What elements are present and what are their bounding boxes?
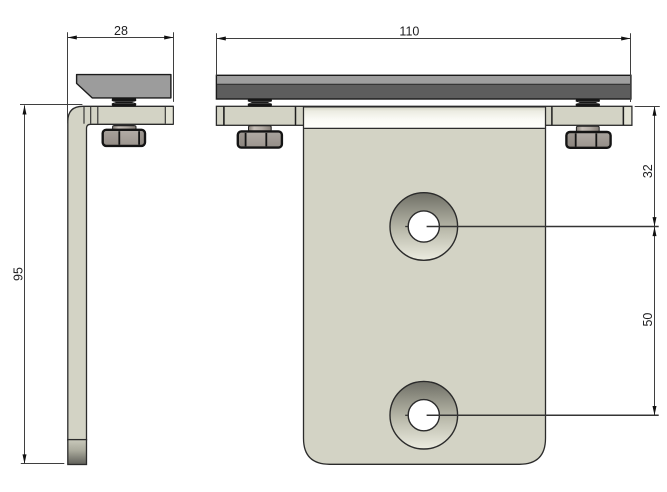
- svg-text:110: 110: [399, 25, 419, 39]
- svg-text:95: 95: [11, 267, 25, 281]
- svg-text:50: 50: [641, 313, 655, 327]
- svg-text:28: 28: [114, 24, 128, 38]
- svg-text:32: 32: [641, 164, 655, 178]
